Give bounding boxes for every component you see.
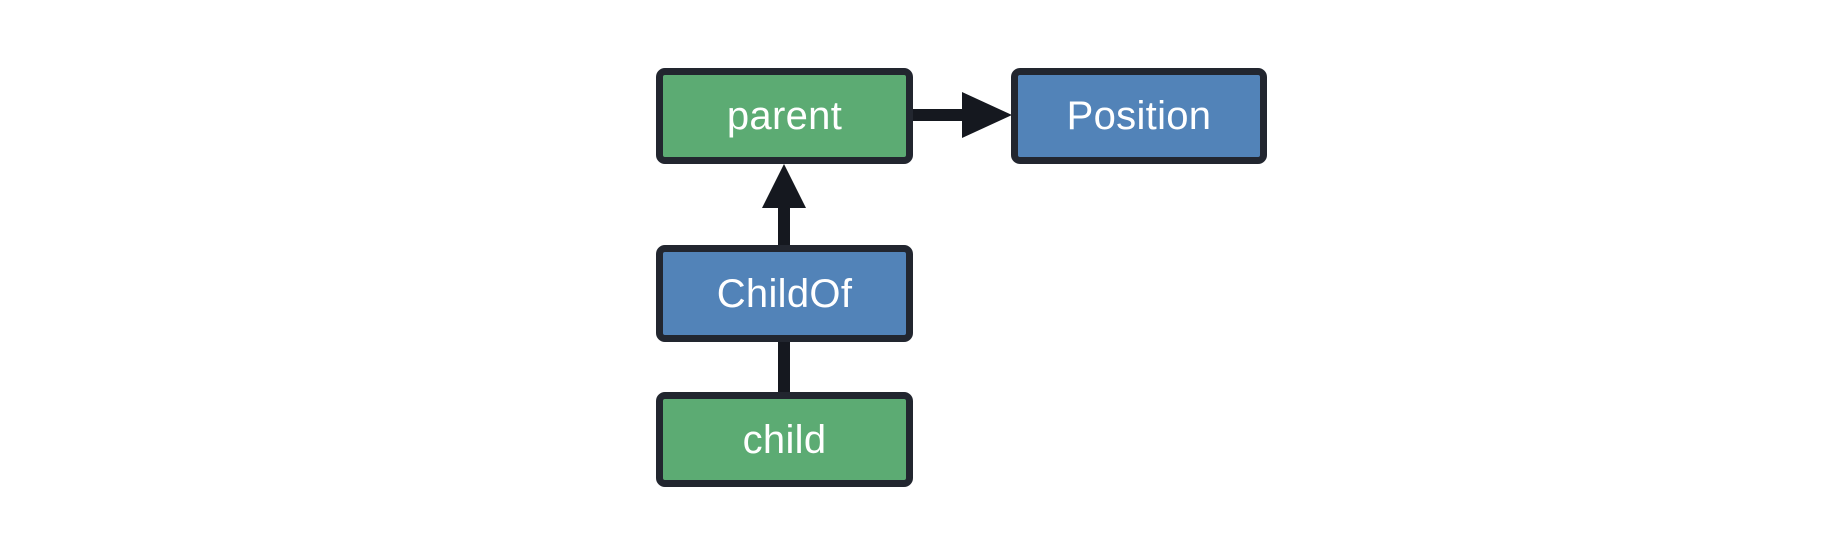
node-childof-label: ChildOf	[716, 271, 853, 316]
node-childof[interactable]: ChildOf	[656, 245, 913, 342]
node-parent-label: parent	[726, 94, 843, 138]
edge-parent-to-position	[913, 92, 1012, 138]
edge-child-to-childof	[778, 340, 790, 394]
node-position-label: Position	[1066, 94, 1212, 138]
node-child[interactable]: child	[656, 392, 913, 487]
node-parent[interactable]: parent	[656, 68, 913, 164]
node-position[interactable]: Position	[1011, 68, 1267, 164]
edge-childof-to-parent	[762, 164, 806, 246]
node-child-label: child	[742, 417, 827, 462]
